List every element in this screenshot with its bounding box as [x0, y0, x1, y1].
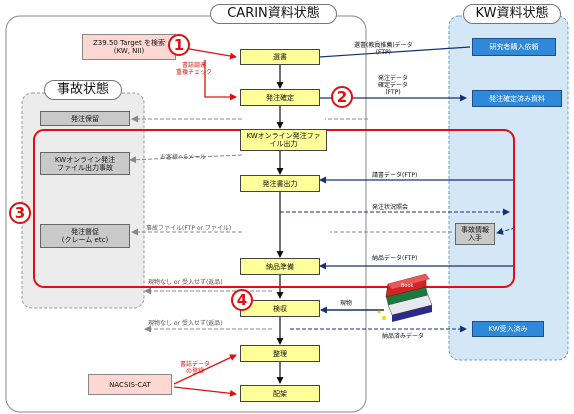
kw-ukeire-label: KW受入済み	[488, 325, 528, 333]
hatchu-kakutei-zumi-label: 発注確定済み資料	[489, 94, 545, 103]
shoshi-data-label: 書誌データ の登録	[180, 361, 211, 375]
seiri-box: 整理	[240, 345, 320, 362]
kw-panel	[448, 15, 569, 361]
kw-online-output-label: KWオンライン発注ファ イル出力	[246, 132, 321, 148]
jiko-joho-label: 事故情報 入手	[461, 226, 489, 242]
hatchusho-label: 発注書出力	[262, 179, 298, 188]
hatchu-kakutei-label: 発注確定	[266, 93, 294, 102]
haika-label: 配架	[273, 389, 287, 398]
sentei-box: 選書	[240, 49, 320, 65]
sentei-label: 選書	[273, 53, 287, 61]
genbutsu-nashi-2-label: 現物なし or 受入せず(返品)	[148, 320, 223, 327]
hatchu-kakutei-zumi-box: 発注確定済み資料	[472, 90, 562, 107]
marker-2: 2	[331, 86, 353, 108]
genbutsu-label: 現物	[340, 300, 353, 307]
hatchu-kakutei-box: 発注確定	[240, 89, 320, 106]
accident-state-title: 事故状態	[44, 80, 122, 100]
kw-online-accident-box: KWオンライン発注 ファイル出力事故	[40, 152, 130, 175]
nohin-data-label: 納品データ(FTP)	[372, 255, 418, 262]
genbutsu-nashi-1-label: 現物なし or 受入せず(返品)	[148, 279, 223, 286]
kw-online-output-box: KWオンライン発注ファ イル出力	[240, 129, 327, 151]
marker-3: 3	[9, 202, 31, 224]
nohin-junbi-label: 納品準備	[266, 262, 294, 271]
nacsis-cat-box: NACSIS-CAT	[88, 374, 172, 395]
jiko-joho-box: 事故情報 入手	[455, 223, 495, 245]
hatchu-saisoku-label: 発注督促 (クレーム etc)	[61, 228, 109, 244]
check-label: 書誌調達 重複チェック	[176, 62, 213, 76]
kw-state-title: KW資料状態	[463, 4, 561, 24]
hatchu-horyu-label: 発注保留	[71, 114, 99, 123]
carin-state-title: CARIN資料状態	[210, 4, 337, 24]
hatchu-data-label: 発注データ 確定データ (FTP)	[378, 75, 409, 96]
marker-1: 1	[168, 34, 190, 56]
kenshu-label: 検収	[273, 304, 287, 313]
hatchu-horyu-box: 発注保留	[40, 111, 130, 126]
nohin-junbi-box: 納品準備	[240, 258, 320, 275]
seikyu-data-label: 請書データ(FTP)	[372, 172, 418, 179]
seiri-label: 整理	[273, 349, 287, 358]
book-stack-icon: Book	[377, 273, 433, 322]
kw-online-accident-label: KWオンライン発注 ファイル出力事故	[54, 155, 116, 172]
kenkyusha-request-box: 研究者購入依頼	[472, 38, 556, 56]
nacsis-cat-label: NACSIS-CAT	[109, 380, 151, 389]
hatchu-saisoku-box: 発注督促 (クレーム etc)	[40, 224, 130, 248]
okyakusama-label: お客様へEメール	[160, 154, 206, 161]
svg-text:Book: Book	[401, 283, 414, 289]
z3950-search-label: Z39.50 Target を検索 (KW, NII)	[93, 39, 165, 55]
marker-4: 4	[231, 289, 253, 311]
hatchusho-box: 発注書出力	[240, 175, 320, 192]
jiko-file-label: 事故ファイル(FTP or ファイル)	[146, 225, 232, 232]
haika-box: 配架	[240, 385, 320, 402]
hatchu-jokyo-label: 発注状況照会	[372, 204, 409, 211]
sentei-data-label: 選書(教員推薦)データ (FTP)	[354, 42, 413, 56]
kenshu-box: 検収	[240, 300, 320, 317]
z3950-search-box: Z39.50 Target を検索 (KW, NII)	[82, 34, 176, 60]
kenkyusha-request-label: 研究者購入依頼	[489, 43, 539, 51]
kw-ukeire-box: KW受入済み	[472, 321, 544, 337]
nohin-zumi-label: 納品済みデータ	[382, 333, 425, 340]
